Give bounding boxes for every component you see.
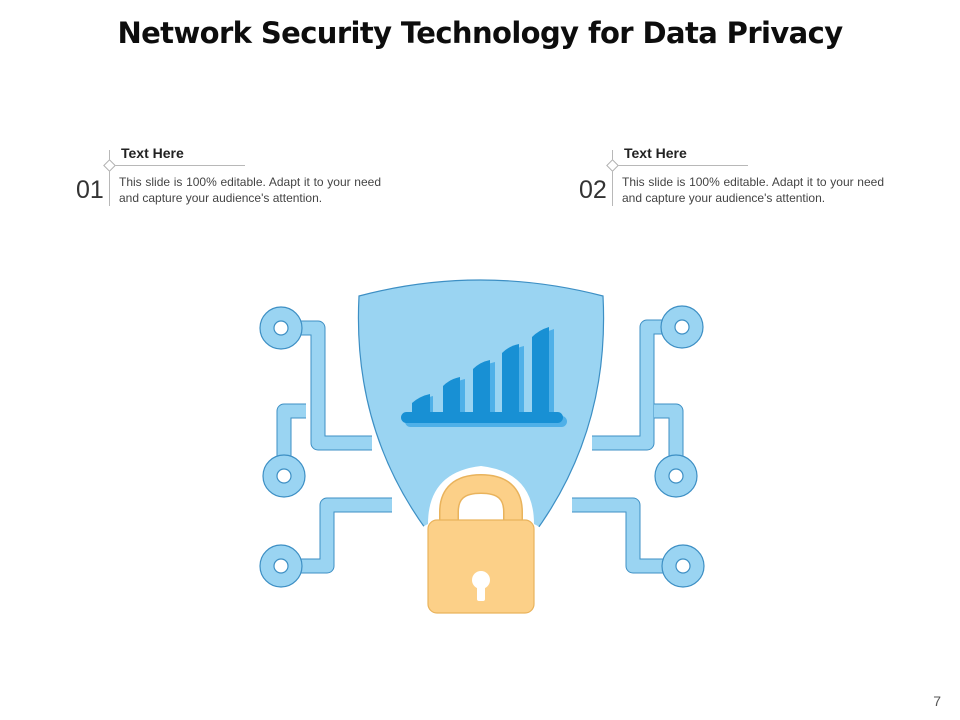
diamond-marker-icon	[606, 159, 619, 172]
divider-vertical	[109, 150, 110, 206]
point-number: 01	[76, 176, 104, 204]
slide-title: Network Security Technology for Data Pri…	[117, 16, 843, 50]
network-security-illustration	[259, 279, 705, 626]
keyhole-icon	[472, 571, 490, 601]
divider-vertical	[612, 150, 613, 206]
padlock-icon	[414, 466, 548, 626]
divider-horizontal	[612, 165, 748, 166]
point-body[interactable]: This slide is 100% editable. Adapt it to…	[622, 175, 884, 205]
point-number: 02	[579, 176, 607, 204]
point-body[interactable]: This slide is 100% editable. Adapt it to…	[119, 175, 381, 205]
point-heading[interactable]: Text Here	[624, 145, 687, 161]
point-01: 01 Text Here This slide is 100% editable…	[74, 142, 394, 212]
diamond-marker-icon	[103, 159, 116, 172]
point-heading[interactable]: Text Here	[121, 145, 184, 161]
page-number: 7	[933, 693, 941, 709]
divider-horizontal	[109, 165, 245, 166]
point-02: 02 Text Here This slide is 100% editable…	[577, 142, 897, 212]
bar-chart-icon	[401, 327, 567, 427]
